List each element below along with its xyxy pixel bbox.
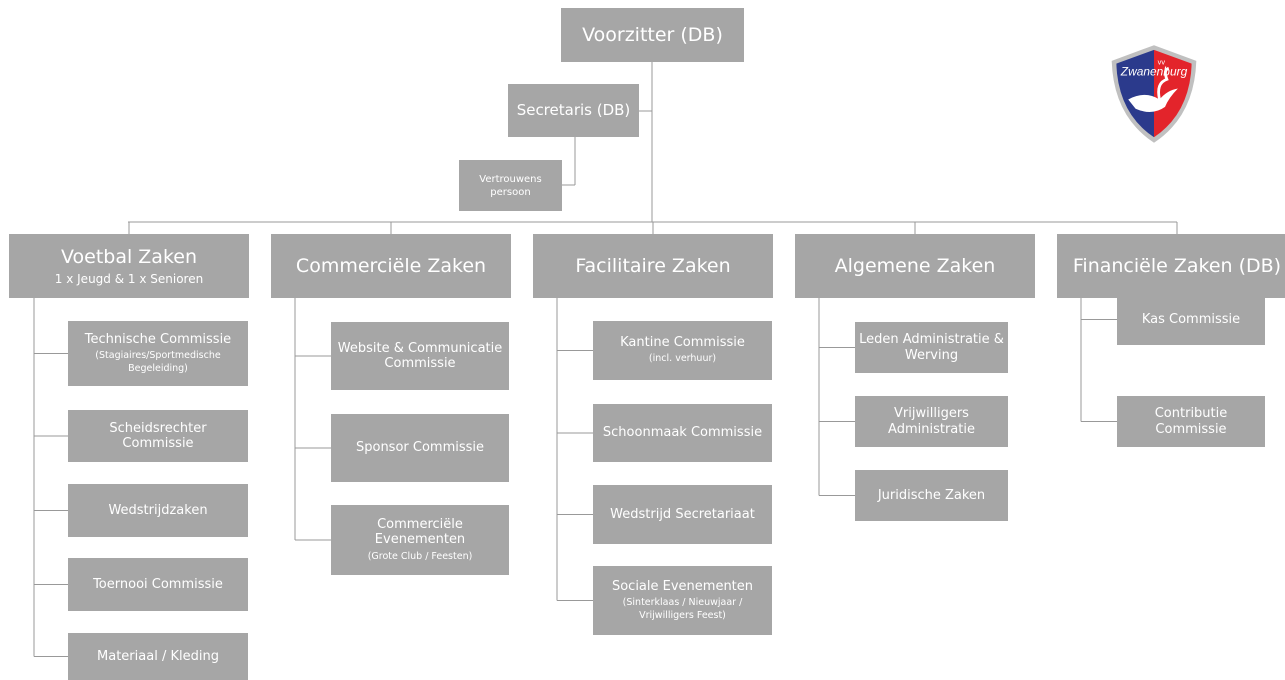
committee-kantine-commissie: Kantine Commissie (incl. verhuur) xyxy=(593,321,772,380)
dept-commerciele-zaken: Commerciële Zaken xyxy=(271,234,511,298)
committee-label: Website & Communicatie Commissie xyxy=(337,340,503,371)
committee-note: (Sinterklaas / Nieuwjaar / Vrijwilligers… xyxy=(622,597,743,621)
dept-title: Voetbal Zaken xyxy=(60,245,198,268)
committee-label: Sponsor Commissie xyxy=(355,440,485,456)
dept-subtitle: 1 x Jeugd & 1 x Senioren xyxy=(54,272,204,287)
committee-label: Kas Commissie xyxy=(1141,311,1241,327)
committee-label: Contributie Commissie xyxy=(1154,406,1228,437)
committee-label: Toernooi Commissie xyxy=(93,576,223,592)
committee-materiaal-kleding: Materiaal / Kleding xyxy=(68,633,248,680)
vertrouwens-box: Vertrouwens persoon xyxy=(459,160,562,211)
committee-label: Schoonmaak Commissie xyxy=(602,425,763,441)
committee-label: Technische Commissie xyxy=(84,331,232,347)
dept-title: Algemene Zaken xyxy=(834,254,996,277)
club-crest-logo: Zwanenburg vv xyxy=(1111,45,1197,143)
committee-label: Materiaal / Kleding xyxy=(97,648,219,664)
committee-sociale-evenementen: Sociale Evenementen (Sinterklaas / Nieuwj… xyxy=(593,566,772,635)
committee-note: (Grote Club / Feesten) xyxy=(367,550,473,562)
committee-label: Leden Administratie & Werving xyxy=(859,332,1004,363)
committee-contributie-commissie: Contributie Commissie xyxy=(1117,396,1265,447)
committee-wedstrijd-secretariaat: Wedstrijd Secretariaat xyxy=(593,485,772,544)
voorzitter-box: Voorzitter (DB) xyxy=(561,8,744,62)
committee-scheidsrechter-commissie: Scheidsrechter Commissie xyxy=(68,410,248,462)
committee-website-communicatie-commissie: Website & Communicatie Commissie xyxy=(331,322,509,390)
voorzitter-label: Voorzitter (DB) xyxy=(582,23,723,46)
committee-toernooi-commissie: Toernooi Commissie xyxy=(68,558,248,611)
vertrouwens-label: Vertrouwens persoon xyxy=(479,173,542,198)
committee-vrijwilligers-administratie: Vrijwilligers Administratie xyxy=(855,396,1008,447)
committee-label: Commerciële Evenementen xyxy=(374,517,466,548)
committee-label: Scheidsrechter Commissie xyxy=(109,420,207,451)
committee-technische-commissie: Technische Commissie (Stagiaires/Sportmed… xyxy=(68,321,248,386)
dept-facilitaire-zaken: Facilitaire Zaken xyxy=(533,234,773,298)
dept-voetbal-zaken: Voetbal Zaken 1 x Jeugd & 1 x Senioren xyxy=(9,234,249,298)
secretaris-label: Secretaris (DB) xyxy=(516,100,631,119)
dept-title: Commerciële Zaken xyxy=(295,254,487,277)
committee-juridische-zaken: Juridische Zaken xyxy=(855,470,1008,521)
committee-schoonmaak-commissie: Schoonmaak Commissie xyxy=(593,404,772,462)
committee-label: Sociale Evenementen xyxy=(611,578,754,594)
committee-label: Wedstrijdzaken xyxy=(108,502,208,518)
logo-prefix: vv xyxy=(1158,58,1166,67)
dept-title: Facilitaire Zaken xyxy=(575,254,731,277)
committee-wedstrijdzaken: Wedstrijdzaken xyxy=(68,484,248,537)
committee-label: Juridische Zaken xyxy=(877,487,986,503)
committee-commerciele-evenementen: Commerciële Evenementen (Grote Club / Fee… xyxy=(331,505,509,575)
committee-label: Kantine Commissie xyxy=(620,335,745,351)
committee-leden-administratie-werving: Leden Administratie & Werving xyxy=(855,322,1008,373)
secretaris-box: Secretaris (DB) xyxy=(508,84,639,137)
dept-algemene-zaken: Algemene Zaken xyxy=(795,234,1035,298)
dept-title: Financiële Zaken (DB) xyxy=(1072,254,1282,277)
committee-kas-commissie: Kas Commissie xyxy=(1117,294,1265,345)
committee-note: (incl. verhuur) xyxy=(648,353,717,365)
logo-text: Zwanenburg xyxy=(1120,65,1188,79)
committee-note: (Stagiaires/Sportmedische Begeleiding) xyxy=(95,350,221,374)
committee-sponsor-commissie: Sponsor Commissie xyxy=(331,414,509,482)
committee-label: Wedstrijd Secretariaat xyxy=(610,506,755,522)
committee-label: Vrijwilligers Administratie xyxy=(888,406,975,437)
dept-financiele-zaken-db: Financiële Zaken (DB) xyxy=(1057,234,1285,298)
